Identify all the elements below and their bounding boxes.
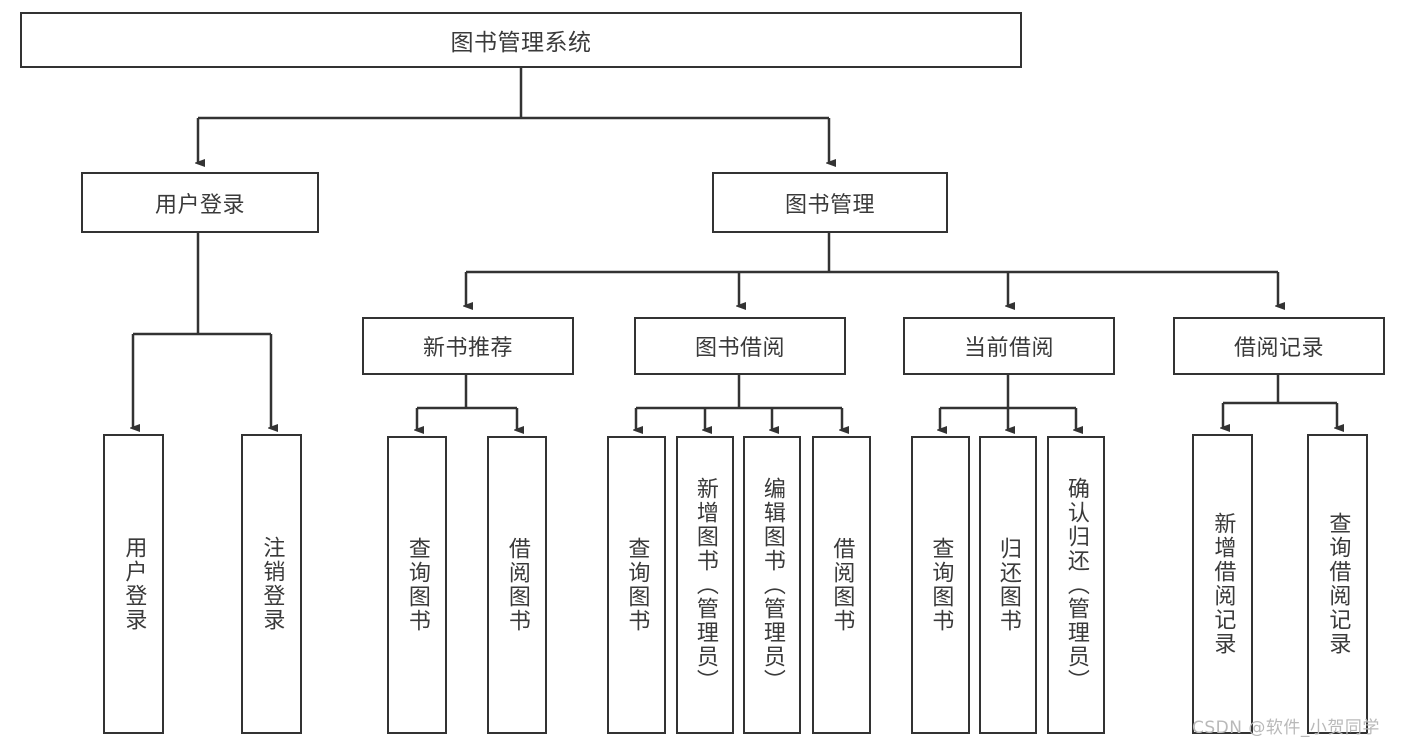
node-current-borrow[interactable]: 当前借阅 — [903, 317, 1115, 375]
node-label: 新书推荐 — [422, 336, 513, 361]
node-label: 归还图书 — [995, 537, 1021, 633]
leaf-query-book-2[interactable]: 查询图书 — [607, 436, 666, 734]
node-label: 图书管理 — [784, 192, 875, 218]
node-label: 用户登录 — [154, 192, 245, 218]
node-book-management[interactable]: 图书管理 — [712, 172, 948, 233]
node-label: 查询图书 — [404, 537, 430, 633]
node-label: 借阅记录 — [1233, 336, 1324, 361]
leaf-borrow-book-2[interactable]: 借阅图书 — [812, 436, 871, 734]
node-label: 查询图书 — [928, 537, 954, 633]
csdn-watermark: CSDN @软件_小贺同学 — [1192, 718, 1380, 738]
node-borrow-record[interactable]: 借阅记录 — [1173, 317, 1385, 375]
leaf-query-book-3[interactable]: 查询图书 — [911, 436, 970, 734]
node-book-borrow[interactable]: 图书借阅 — [634, 317, 846, 375]
leaf-edit-book[interactable]: 编辑图书（管理员） — [743, 436, 801, 734]
node-label: 注销登录 — [259, 536, 285, 632]
leaf-query-borrow-record[interactable]: 查询借阅记录 — [1307, 434, 1368, 734]
node-label: 新增图书（管理员） — [692, 477, 718, 693]
node-root-system[interactable]: 图书管理系统 — [20, 12, 1022, 68]
node-label: 当前借阅 — [963, 336, 1054, 361]
node-label: 查询图书 — [624, 537, 650, 633]
node-label: 借阅图书 — [504, 537, 530, 633]
node-label: 编辑图书（管理员） — [759, 477, 785, 693]
node-new-book-recommend[interactable]: 新书推荐 — [362, 317, 574, 375]
node-label: 图书借阅 — [694, 336, 785, 361]
leaf-borrow-book-1[interactable]: 借阅图书 — [487, 436, 547, 734]
leaf-logout[interactable]: 注销登录 — [241, 434, 302, 734]
leaf-confirm-return[interactable]: 确认归还（管理员） — [1047, 436, 1105, 734]
node-label: 查询借阅记录 — [1325, 512, 1351, 656]
node-label: 图书管理系统 — [450, 30, 592, 56]
leaf-add-book[interactable]: 新增图书（管理员） — [676, 436, 734, 734]
leaf-user-login[interactable]: 用户登录 — [103, 434, 164, 734]
node-label: 新增借阅记录 — [1210, 512, 1236, 656]
node-label: 用户登录 — [121, 536, 147, 632]
leaf-return-book[interactable]: 归还图书 — [979, 436, 1037, 734]
node-label: 借阅图书 — [829, 537, 855, 633]
leaf-add-borrow-record[interactable]: 新增借阅记录 — [1192, 434, 1253, 734]
leaf-query-book-1[interactable]: 查询图书 — [387, 436, 447, 734]
node-user-login[interactable]: 用户登录 — [81, 172, 319, 233]
node-label: 确认归还（管理员） — [1063, 477, 1089, 693]
